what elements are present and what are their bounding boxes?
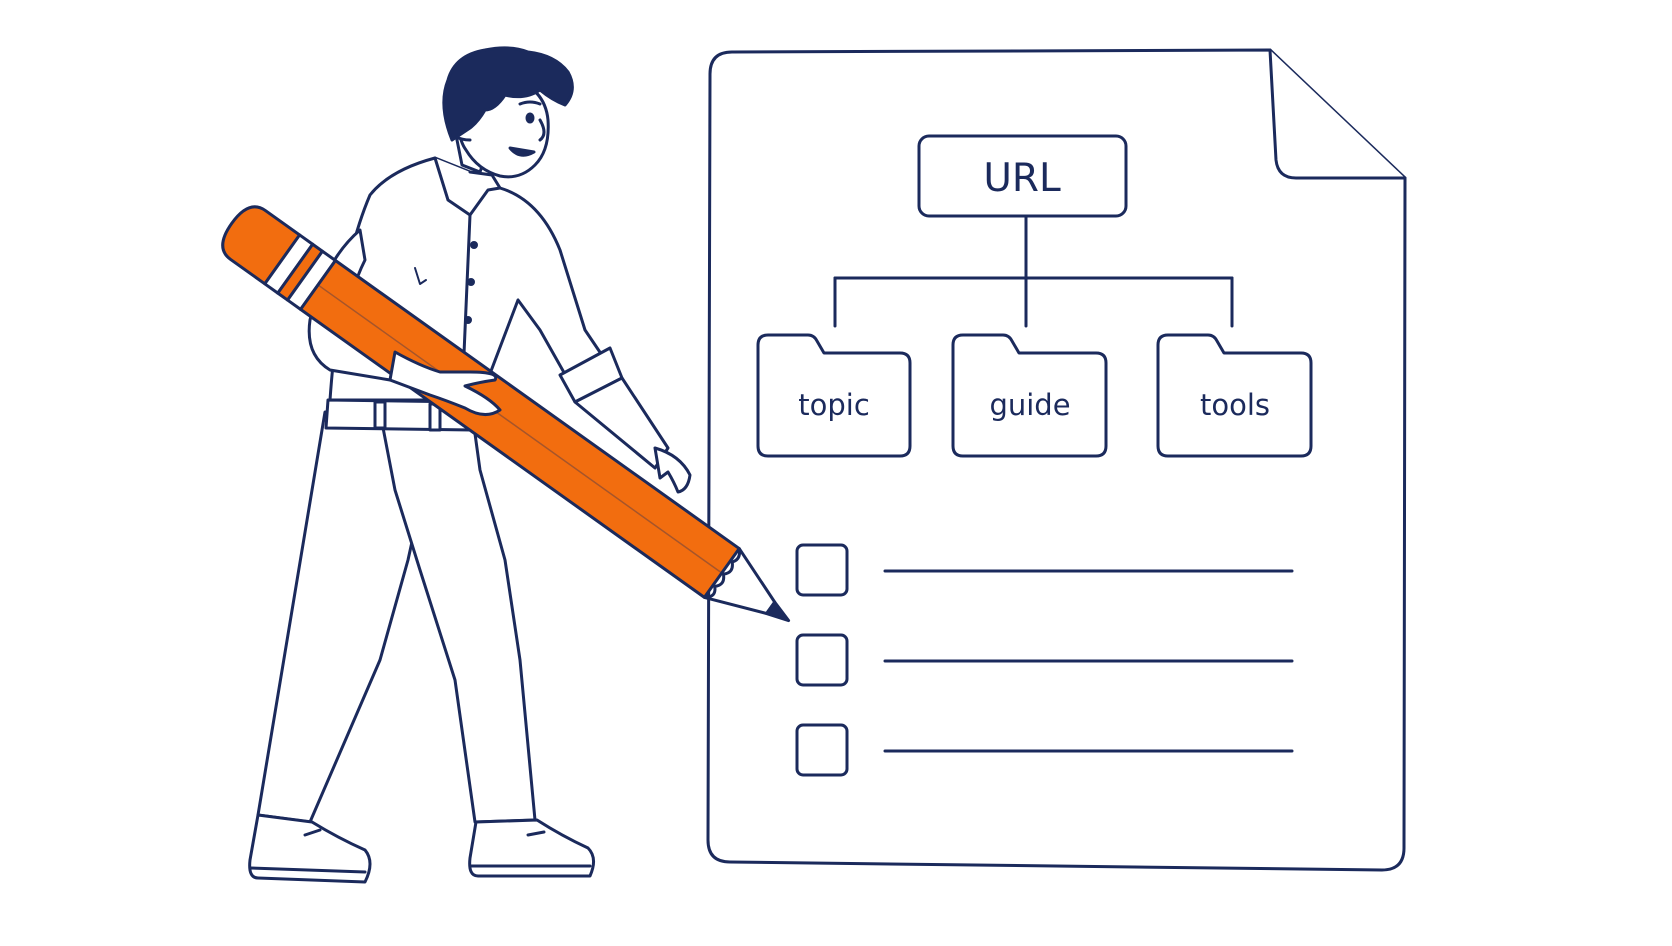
pencil-eraser: [221, 205, 302, 286]
url-tree: [833, 134, 1234, 328]
belt-loop: [373, 400, 387, 430]
folder-label-topic: topic: [798, 388, 870, 422]
url-node-box: [917, 134, 1128, 218]
folder-icon: [756, 333, 912, 458]
front-shoe-lace: [526, 830, 546, 837]
eyebrow: [518, 100, 542, 106]
mouth: [508, 146, 536, 157]
shirt-collar: [433, 156, 502, 217]
far-hand: [653, 446, 692, 494]
shirt-pocket-pen: [414, 267, 427, 285]
hair: [442, 46, 574, 142]
nose: [538, 118, 546, 142]
back-shoe-lace: [303, 828, 322, 837]
folder-topic: topic: [756, 333, 912, 458]
folder-label-tools: tools: [1200, 388, 1270, 422]
far-arm-forearm: [573, 376, 670, 470]
front-leg: [378, 410, 537, 824]
checkbox-icon[interactable]: [795, 543, 849, 597]
pencil-body: [299, 259, 741, 599]
near-hand: [388, 350, 502, 416]
folder-icon: [1156, 333, 1313, 458]
shirt-button: [467, 278, 475, 286]
checkbox-icon[interactable]: [795, 723, 849, 777]
url-node-label: URL: [983, 156, 1061, 201]
pencil-body-facet: [317, 284, 723, 574]
back-shoe: [248, 813, 372, 884]
document-corner-fold: [1268, 48, 1407, 180]
back-shoe-sole: [248, 866, 367, 874]
shirt-button: [470, 241, 478, 249]
checkbox-icon[interactable]: [795, 633, 849, 687]
pencil-icon: [221, 205, 791, 623]
hands: [388, 350, 692, 494]
shirt-button: [464, 316, 472, 324]
front-shoe: [468, 818, 595, 878]
document-sheet: [706, 48, 1407, 872]
folder-guide: guide: [951, 333, 1108, 458]
checklist-item: [795, 543, 1294, 597]
pencil-tip: [765, 600, 791, 623]
checklist: [795, 543, 1294, 777]
pencil-wood: [702, 547, 777, 616]
document-icon: [706, 48, 1407, 872]
folder-icon: [951, 333, 1108, 458]
checklist-item: [795, 633, 1294, 687]
folder-label-guide: guide: [989, 388, 1070, 422]
checklist-item: [795, 723, 1294, 777]
folder-tools: tools: [1156, 333, 1313, 458]
eye: [525, 112, 535, 124]
